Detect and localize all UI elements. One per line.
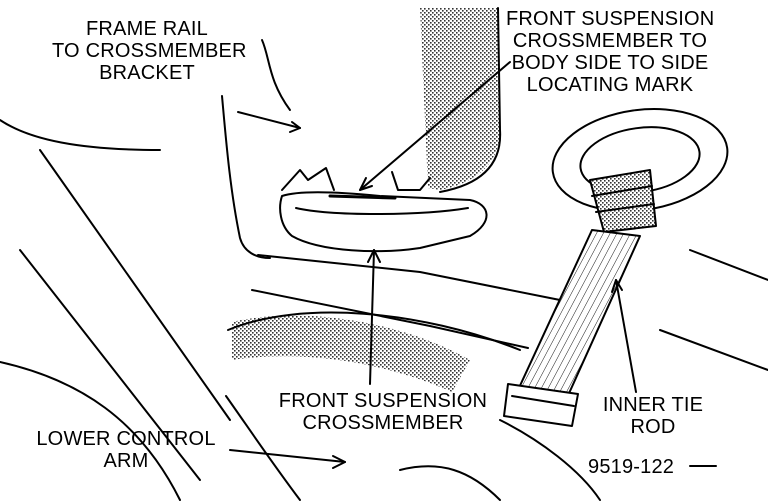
lower-stipple xyxy=(232,315,470,392)
tie-rod-end xyxy=(503,383,579,427)
leader-locating-mark xyxy=(359,61,511,191)
callout-inner-tie-rod: INNER TIE ROD xyxy=(602,394,704,438)
stippled-rail xyxy=(420,8,500,190)
upper-curve xyxy=(261,39,291,111)
tie-rod-boot xyxy=(589,169,657,233)
crossmember-bracket xyxy=(279,191,488,253)
callout-lower-control-arm: LOWER CONTROL ARM xyxy=(36,428,216,472)
lower-control-arm-lines xyxy=(39,149,231,421)
callout-crossmember: FRONT SUSPENSION CROSSMEMBER xyxy=(278,390,488,434)
leader-crossmember xyxy=(369,249,375,385)
callout-locating-mark: FRONT SUSPENSION CROSSMEMBER TO BODY SID… xyxy=(506,8,715,96)
body-panel-outline xyxy=(221,95,271,259)
leader-tie-rod xyxy=(615,279,637,393)
callout-frame-rail-bracket: FRAME RAIL TO CROSSMEMBER BRACKET xyxy=(52,18,247,84)
figure-number: 9519-122 xyxy=(588,456,675,478)
leader-lower-arm xyxy=(229,449,346,463)
leader-bracket xyxy=(237,111,301,129)
frame-rail-edge xyxy=(257,254,561,301)
